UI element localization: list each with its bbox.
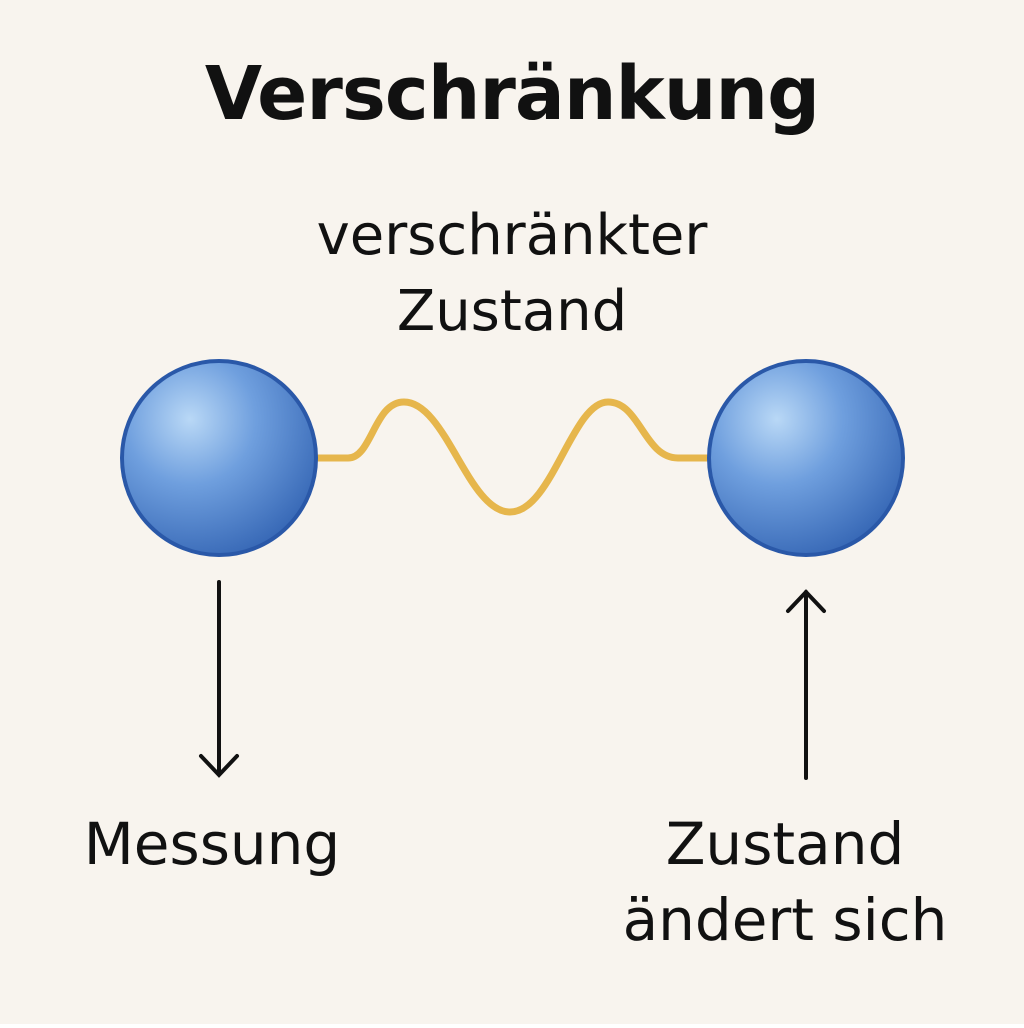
measurement-label: Messung [83,810,341,878]
diagram-title: Verschränkung [204,51,820,137]
right-particle [707,359,905,557]
state-change-label: Zustand ändert sich [560,806,1010,958]
entangled-state-label-line-2: Zustand [396,279,628,344]
entanglement-wave [312,398,712,516]
entangled-state-label-line-1: verschränkter [316,203,708,268]
entangled-state-label: verschränkter Zustand [212,198,812,350]
arrow-up-icon [786,589,826,780]
state-change-label-line-1: Zustand [665,810,905,878]
left-particle [120,359,318,557]
arrow-down-icon [199,580,239,778]
state-change-label-line-2: ändert sich [622,886,948,954]
